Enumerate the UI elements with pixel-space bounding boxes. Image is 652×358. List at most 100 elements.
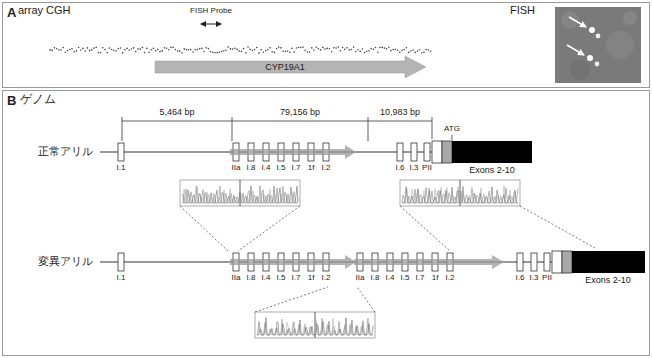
cgh-data-points	[353, 46, 355, 48]
cgh-data-points	[177, 50, 179, 52]
cgh-data-points	[56, 48, 58, 50]
cgh-data-points	[304, 49, 306, 51]
cgh-data-points	[216, 52, 218, 54]
cgh-data-points	[254, 49, 256, 51]
cgh-data-points	[69, 49, 71, 51]
cgh-data-points	[271, 51, 273, 53]
cgh-data-points	[421, 52, 423, 54]
cgh-data-points	[100, 52, 102, 54]
variant-allele	[100, 251, 645, 273]
cgh-data-points	[164, 47, 166, 49]
exon-label: I.4	[262, 274, 271, 282]
cgh-data-points	[265, 50, 267, 52]
exon-label: IIa	[356, 274, 365, 282]
cgh-data-points	[54, 47, 56, 49]
cgh-data-points	[142, 47, 144, 49]
normal-allele	[452, 141, 532, 163]
cgh-data-points	[188, 49, 190, 51]
cgh-data-points	[326, 48, 328, 50]
cgh-data-points	[401, 49, 403, 51]
cgh-data-points	[210, 51, 212, 53]
cgh-data-points	[370, 48, 372, 50]
cgh-data-points	[289, 51, 291, 53]
cgh-data-points	[78, 47, 80, 49]
exon-label: I.4	[386, 274, 395, 282]
cgh-data-points	[230, 48, 232, 50]
dimension-label: 5,464 bp	[160, 108, 195, 117]
cgh-data-points	[315, 47, 317, 49]
panel-letter: B	[3, 93, 20, 109]
cgh-data-points	[49, 49, 51, 51]
cgh-data-points	[410, 50, 412, 52]
cgh-data-points	[227, 46, 229, 48]
cgh-data-points	[166, 48, 168, 50]
cgh-data-points	[225, 50, 227, 52]
cgh-data-points	[58, 49, 60, 51]
cgh-data-points	[287, 50, 289, 52]
dimension-bracket	[232, 117, 233, 141]
dotted-leader	[357, 287, 375, 312]
cgh-data-points	[324, 48, 326, 50]
cgh-data-points	[84, 50, 86, 52]
cgh-data-points	[399, 52, 401, 54]
exon-label: Exons 2-10	[469, 166, 515, 175]
cgh-data-points	[115, 50, 117, 52]
dotted-leader	[180, 206, 595, 312]
exon-label: I.8	[371, 274, 380, 282]
cgh-data-points	[93, 47, 95, 49]
cgh-data-points	[267, 49, 269, 51]
cgh-data-points	[377, 52, 379, 54]
cgh-data-points	[234, 48, 236, 50]
cgh-data-points	[307, 51, 309, 53]
cgh-data-points	[203, 51, 205, 53]
sequence-inset	[180, 180, 300, 206]
variant-allele	[562, 251, 572, 273]
exon-label: IIa	[232, 164, 241, 172]
cgh-data-points	[392, 49, 394, 51]
exon-label: I.3	[410, 164, 419, 172]
cgh-data-points	[80, 49, 82, 51]
cgh-data-points	[186, 49, 188, 51]
cgh-data-points	[291, 48, 293, 50]
variant-allele	[230, 255, 356, 269]
fish-image	[596, 34, 601, 39]
dimension-bracket	[122, 117, 452, 141]
cgh-data-points	[381, 47, 383, 49]
cgh-data-points	[337, 46, 339, 48]
cgh-data-points	[197, 49, 199, 51]
dimension-bracket	[122, 121, 432, 122]
cgh-data-points	[181, 52, 183, 54]
cgh-data-points	[423, 52, 425, 54]
exon-label: I.5	[401, 274, 410, 282]
cgh-data-points	[223, 50, 225, 52]
cgh-data-points	[263, 51, 265, 53]
cgh-data-points	[212, 51, 214, 53]
cgh-data-points	[348, 49, 350, 51]
cgh-data-points	[124, 49, 126, 51]
exon-label: I.2	[322, 164, 331, 172]
dimension-bracket	[368, 117, 369, 141]
cgh-data-points	[126, 48, 128, 50]
normal-allele	[424, 143, 430, 161]
normal-allele	[442, 141, 452, 163]
cgh-data-points	[62, 47, 64, 49]
cgh-data-points	[329, 48, 331, 50]
exon-label: I.1	[117, 164, 126, 172]
fish-image	[561, 11, 579, 29]
dimension-bracket	[122, 117, 123, 141]
cgh-data-points	[386, 48, 388, 50]
exon-label: I.1	[117, 274, 126, 282]
cgh-data-points	[153, 48, 155, 50]
cgh-data-points	[192, 51, 194, 53]
cgh-data-points	[109, 47, 111, 49]
exon-label: I.5	[277, 164, 286, 172]
chromatogram	[182, 186, 298, 203]
cgh-data-points	[146, 48, 148, 50]
cgh-data-points	[256, 47, 258, 49]
exon-label: IIa	[232, 274, 241, 282]
variant-allele	[517, 253, 523, 271]
cgh-data-points	[71, 48, 73, 50]
cgh-data-points	[89, 50, 91, 52]
gene-arrow	[155, 56, 426, 78]
